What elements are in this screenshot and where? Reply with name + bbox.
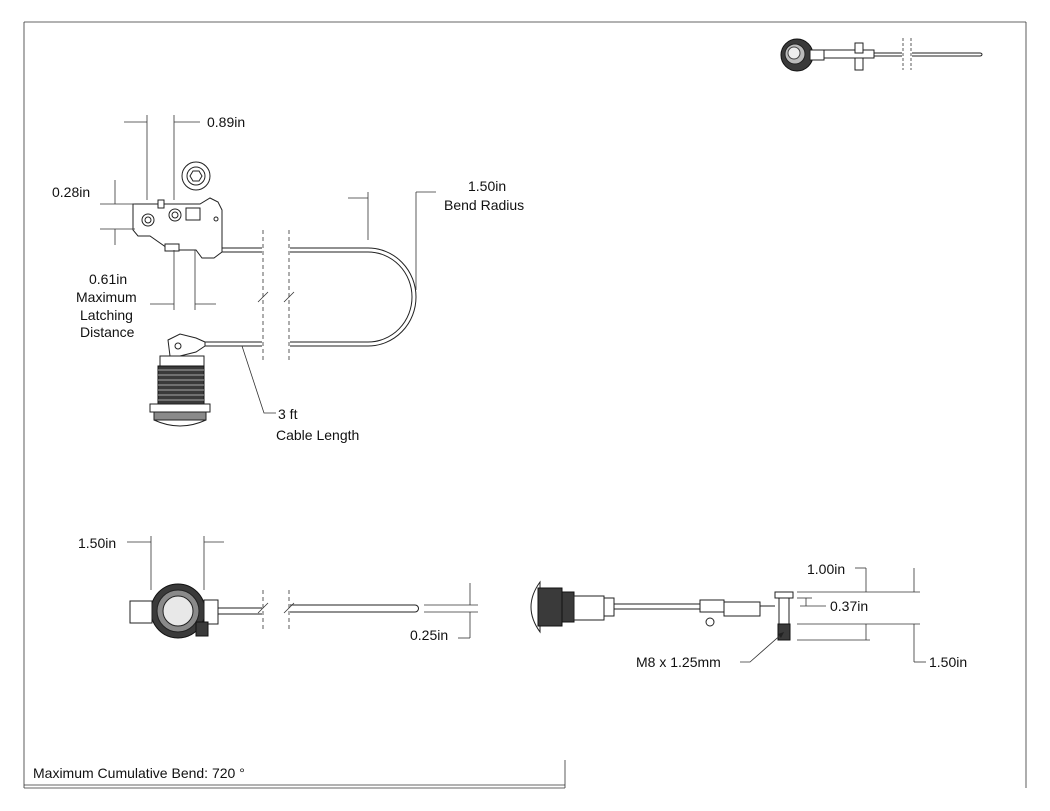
- dim-latch-line3: Distance: [80, 324, 135, 340]
- dimension-labels: 0.89in 0.28in 1.50in Bend Radius 0.61in …: [33, 114, 967, 781]
- dim-side-small: 0.37in: [830, 598, 868, 614]
- dim-cable-dia: 0.25in: [410, 627, 448, 643]
- side-view: [530, 580, 794, 641]
- dim-bend-radius-value: 1.50in: [468, 178, 506, 194]
- dim-0-28in: 0.28in: [52, 184, 90, 200]
- bend-note: Maximum Cumulative Bend: 720 °: [33, 765, 245, 781]
- dim-bend-radius-label: Bend Radius: [444, 197, 524, 213]
- cable-loop: [205, 230, 417, 360]
- dim-thread: M8 x 1.25mm: [636, 654, 721, 670]
- dim-cable-value: 3 ft: [278, 406, 298, 422]
- dim-0-89in: 0.89in: [207, 114, 245, 130]
- dimension-lines: [100, 115, 926, 663]
- iso-thumbnail: [780, 38, 983, 72]
- front-view: [129, 583, 419, 639]
- button-assembly-top: [149, 333, 211, 427]
- dim-latch-line1: Maximum: [76, 289, 137, 305]
- dim-front-width: 1.50in: [78, 535, 116, 551]
- dim-latch-value: 0.61in: [89, 271, 127, 287]
- dim-side-depth: 1.00in: [807, 561, 845, 577]
- latch-body: [132, 161, 262, 259]
- dim-side-bottom: 1.50in: [929, 654, 967, 670]
- dim-latch-line2: Latching: [80, 307, 133, 323]
- dim-cable-label: Cable Length: [276, 427, 359, 443]
